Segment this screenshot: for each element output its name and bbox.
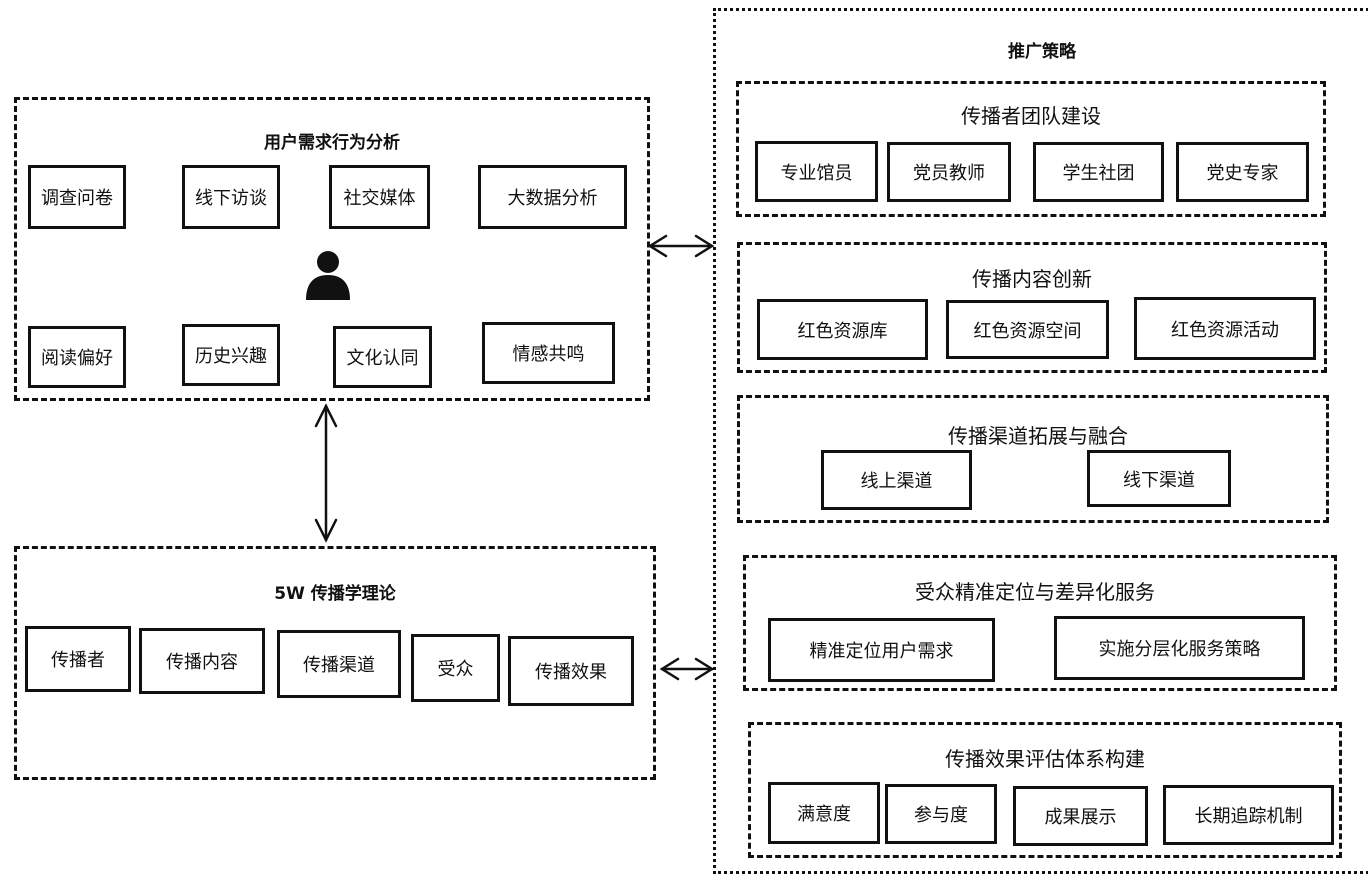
strategy-item-label: 线下渠道	[1123, 469, 1195, 491]
factor-label: 文化认同	[346, 348, 419, 369]
strategy-group-title: 传播效果评估体系构建	[945, 747, 1145, 771]
strategy-item-label: 满意度	[797, 804, 851, 825]
user-analysis-title: 用户需求行为分析	[264, 133, 400, 153]
method-box: 社交媒体	[329, 165, 430, 229]
theory-5w-title: 5W 传播学理论	[274, 584, 396, 604]
strategy-group-content: 传播内容创新	[737, 242, 1327, 373]
method-box: 线下访谈	[182, 165, 280, 229]
strategy-item-box: 红色资源库	[757, 299, 928, 360]
strategy-item-box: 成果展示	[1013, 786, 1148, 846]
factor-label: 情感共鸣	[512, 344, 585, 365]
strategy-item-box: 党史专家	[1176, 142, 1309, 202]
strategy-item-label: 成果展示	[1044, 807, 1117, 828]
strategy-item-label: 参与度	[914, 805, 968, 826]
strategy-item-label: 专业馆员	[780, 162, 853, 184]
strategy-item-label: 红色资源空间	[973, 320, 1082, 342]
strategy-item-label: 线上渠道	[860, 471, 933, 492]
strategy-item-label: 红色资源库	[797, 320, 888, 342]
theory-item-label: 传播效果	[535, 662, 607, 683]
theory-item-label: 受众	[437, 659, 474, 680]
strategy-item-box: 参与度	[885, 784, 997, 844]
theory-item-box: 传播效果	[508, 636, 634, 706]
strategy-group-audience: 受众精准定位与差异化服务	[743, 555, 1337, 691]
theory-5w-group: 5W 传播学理论	[14, 546, 656, 780]
strategy-item-box: 红色资源活动	[1134, 297, 1316, 360]
strategy-group-title: 传播内容创新	[972, 267, 1092, 291]
strategy-item-box: 专业馆员	[755, 141, 878, 202]
strategy-container: 推广策略	[713, 8, 1368, 874]
bidirectional-arrow-analysis-theory	[314, 403, 338, 543]
theory-item-box: 传播者	[25, 626, 131, 692]
strategy-item-label: 党员教师	[913, 163, 985, 184]
bidirectional-arrow-theory-strategy	[659, 657, 715, 681]
strategy-group-team: 传播者团队建设	[736, 81, 1326, 217]
strategy-group-evaluation: 传播效果评估体系构建	[748, 722, 1342, 858]
strategy-group-channel: 传播渠道拓展与融合	[737, 395, 1329, 523]
strategy-item-box: 党员教师	[887, 142, 1011, 202]
factor-box: 历史兴趣	[182, 324, 280, 386]
strategy-title: 推广策略	[1008, 42, 1076, 62]
user-analysis-group: 用户需求行为分析	[14, 97, 650, 401]
strategy-item-box: 线下渠道	[1087, 450, 1231, 507]
factor-label: 阅读偏好	[41, 348, 113, 369]
factor-box: 文化认同	[333, 326, 432, 388]
strategy-item-box: 精准定位用户需求	[768, 618, 995, 682]
strategy-item-label: 长期追踪机制	[1194, 806, 1303, 827]
strategy-item-label: 精准定位用户需求	[809, 641, 954, 662]
strategy-item-box: 学生社团	[1033, 142, 1164, 202]
method-label: 社交媒体	[343, 188, 416, 209]
theory-item-box: 传播渠道	[277, 630, 401, 698]
strategy-item-label: 党史专家	[1206, 163, 1279, 184]
theory-item-box: 传播内容	[139, 628, 265, 694]
bidirectional-arrow-analysis-strategy	[647, 234, 715, 258]
strategy-item-box: 红色资源空间	[946, 300, 1109, 359]
theory-item-label: 传播内容	[166, 652, 238, 673]
factor-box: 情感共鸣	[482, 322, 615, 384]
theory-item-label: 传播者	[51, 650, 105, 671]
factor-label: 历史兴趣	[195, 346, 267, 367]
method-label: 大数据分析	[507, 188, 598, 209]
strategy-item-box: 线上渠道	[821, 450, 972, 510]
method-box: 调查问卷	[28, 165, 126, 229]
strategy-item-label: 学生社团	[1062, 163, 1135, 184]
strategy-group-title: 传播渠道拓展与融合	[948, 424, 1128, 448]
strategy-item-label: 实施分层化服务策略	[1098, 639, 1261, 660]
strategy-group-title: 传播者团队建设	[961, 104, 1101, 128]
method-box: 大数据分析	[478, 165, 627, 229]
person-icon	[306, 251, 350, 300]
strategy-item-label: 红色资源活动	[1171, 319, 1279, 341]
strategy-item-box: 实施分层化服务策略	[1054, 616, 1305, 680]
theory-item-box: 受众	[411, 634, 500, 702]
method-label: 线下访谈	[195, 188, 267, 209]
strategy-item-box: 长期追踪机制	[1163, 785, 1334, 845]
strategy-group-title: 受众精准定位与差异化服务	[915, 580, 1155, 604]
theory-item-label: 传播渠道	[303, 655, 375, 676]
method-label: 调查问卷	[41, 188, 113, 209]
strategy-item-box: 满意度	[768, 782, 880, 844]
factor-box: 阅读偏好	[28, 326, 126, 388]
